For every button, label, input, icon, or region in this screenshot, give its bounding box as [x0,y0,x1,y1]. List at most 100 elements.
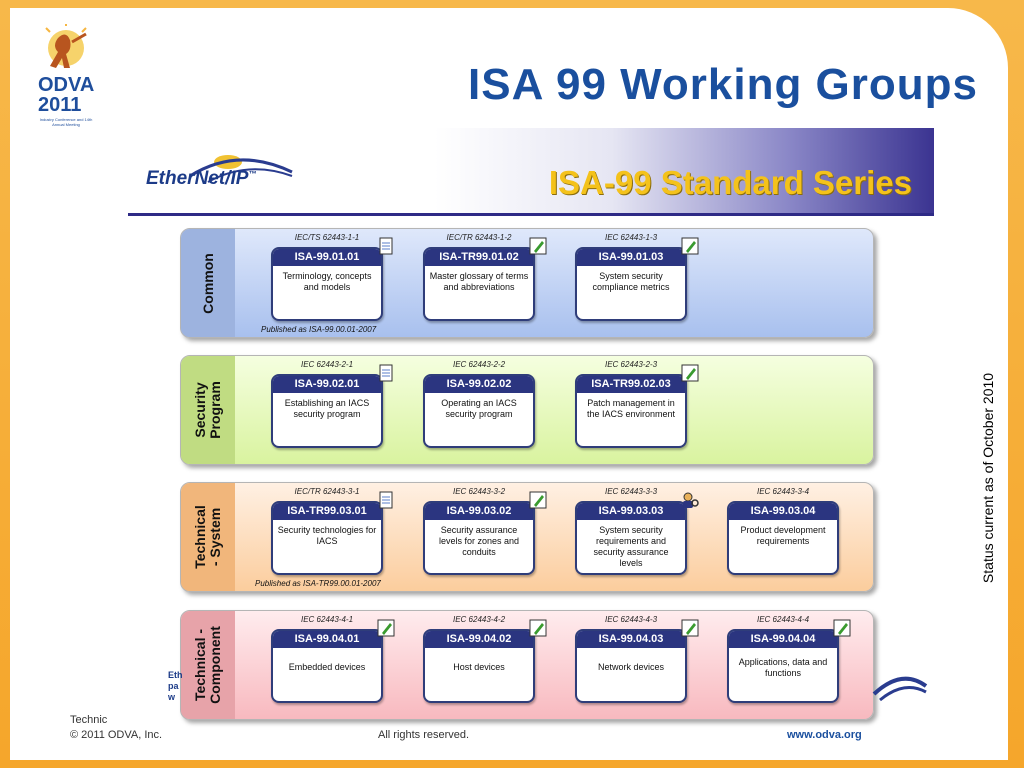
standard-code: ISA-TR99.01.02 [425,249,533,266]
iec-number: IEC 62443-4-3 [604,615,658,624]
standard-description: System security requirements and securit… [593,525,669,568]
banner-title: ISA-99 Standard Series [548,164,912,201]
iec-number: IEC 62443-3-4 [756,487,810,496]
peek-line: w [168,692,176,702]
card-box: ISA-99.04.04 Applications, data and func… [727,629,839,703]
ethernetip-brand-text: EtherNet/IP [146,168,249,189]
logo-tagline: Industry Conference and 14th Annual Meet… [39,117,93,127]
ethernetip-trademark: ™ [248,169,257,179]
card-box: ISA-99.04.02 Host devices [423,629,535,703]
ethernetip-brand: EtherNet/IP™ [146,168,256,190]
kokopelli-icon [45,24,87,68]
published-note: Published as ISA-99.00.01-2007 [261,325,377,334]
pencil-edit-icon [529,237,547,255]
pencil-edit-icon [681,619,699,637]
ethernetip-swoosh-icon [872,676,928,702]
group-technical-system: Technical - System IEC/TR 62443-3-1 ISA-… [180,482,874,592]
group-label: Technical - System [192,505,224,569]
standard-code: ISA-99.02.02 [425,376,533,393]
footer-line1: Technic [70,714,108,726]
iec-number: IEC 62443-4-4 [756,615,810,624]
standard-description: Embedded devices [288,662,366,672]
standard-code: ISA-99.01.03 [577,249,685,266]
iec-number: IEC 62443-1-3 [604,233,658,242]
group-label-panel: Common [181,229,235,337]
standard-code: ISA-99.02.01 [273,376,381,393]
card-box: ISA-99.04.03 Network devices [575,629,687,703]
standard-code: ISA-99.03.03 [577,503,685,520]
standard-description: System security compliance metrics [592,271,670,292]
standard-code: ISA-99.04.03 [577,631,685,648]
logo-line1: ODVA [38,74,95,96]
standard-series-banner: EtherNet/IP™ ISA-99 Standard Series [128,128,934,216]
ethernetip-swoosh-icon [189,155,293,183]
standard-description: Product development requirements [740,525,826,546]
standard-description: Security assurance levels for zones and … [438,525,520,557]
peek-line: Eth [168,670,183,680]
standard-description: Host devices [453,662,505,672]
footer-rights: All rights reserved. [378,729,470,741]
standard-description: Patch management in the IACS environment [586,398,676,419]
card-box: ISA-99.01.03 System security compliance … [575,247,687,321]
iec-number: IEC 62443-4-1 [300,615,354,624]
iec-number: IEC 62443-3-2 [452,487,506,496]
card-box: ISA-99.02.02 Operating an IACS security … [423,374,535,448]
iec-number: IEC 62443-2-1 [300,360,354,369]
card-box: ISA-TR99.03.01 Security technologies for… [271,501,383,575]
pencil-edit-icon [833,619,851,637]
card-box: ISA-99.02.01 Establishing an IACS securi… [271,374,383,448]
footer-url-link[interactable]: www.odva.org [787,729,862,741]
footer-copyright: © 2011 ODVA, Inc. [70,729,163,741]
iec-number: IEC 62443-2-2 [452,360,506,369]
slide-title: ISA 99 Working Groups [468,60,978,109]
iec-number: IEC 62443-4-2 [452,615,506,624]
status-note: Status current as of October 2010 [980,372,996,584]
iec-number: IEC/TR 62443-1-2 [446,233,512,242]
iec-number: IEC/TS 62443-1-1 [294,233,360,242]
standard-description: Terminology, concepts and models [282,271,372,292]
standard-code: ISA-99.04.04 [729,631,837,648]
standard-code: ISA-99.03.04 [729,503,837,520]
standard-description: Security technologies for IACS [277,525,377,546]
published-note: Published as ISA-TR99.00.01-2007 [255,579,381,588]
logo-line2: 2011 [38,94,82,116]
document-icon [379,491,393,509]
group-label-panel: Technical - Component [181,611,235,719]
background-peek-text: Eth pa w [168,670,183,703]
iec-number: IEC/TR 62443-3-1 [294,487,360,496]
pencil-edit-icon [529,491,547,509]
card-box: ISA-TR99.01.02 Master glossary of terms … [423,247,535,321]
peek-line: pa [168,681,179,691]
standard-code: ISA-99.03.02 [425,503,533,520]
iec-number: IEC 62443-3-3 [604,487,658,496]
review-person-icon [683,492,699,508]
odva-logo: ODVA 2011 Industry Conference and 14th A… [28,24,98,127]
card-box: ISA-99.03.04 Product development require… [727,501,839,575]
card-box: ISA-99.03.03 System security requirement… [575,501,687,575]
group-label-panel: Technical - System [181,483,235,591]
standard-description: Network devices [597,662,665,672]
card-box: ISA-TR99.02.03 Patch management in the I… [575,374,687,448]
card-box: ISA-99.01.01 Terminology, concepts and m… [271,247,383,321]
document-icon [379,364,393,382]
standard-description: Applications, data and functions [738,657,828,678]
standard-description: Establishing an IACS security program [284,398,370,419]
document-icon [379,237,393,255]
standard-description: Operating an IACS security program [441,398,517,419]
standard-code: ISA-99.04.01 [273,631,381,648]
card-box: ISA-99.04.01 Embedded devices [271,629,383,703]
pencil-edit-icon [681,237,699,255]
card-box: ISA-99.03.02 Security assurance levels f… [423,501,535,575]
standard-description: Master glossary of terms and abbreviatio… [429,271,529,292]
standard-code: ISA-99.01.01 [273,249,381,266]
standard-code: ISA-99.04.02 [425,631,533,648]
group-security-program: Security Program IEC 62443-2-1 ISA-99.02… [180,355,874,465]
group-common: Common IEC/TS 62443-1-1 ISA-99.01.01 Ter… [180,228,874,338]
group-label-panel: Security Program [181,356,235,464]
pencil-edit-icon [377,619,395,637]
standard-code: ISA-TR99.03.01 [273,503,381,520]
pencil-edit-icon [529,619,547,637]
pencil-edit-icon [681,364,699,382]
group-label: Technical - Component [192,626,224,704]
iec-number: IEC 62443-2-3 [604,360,658,369]
